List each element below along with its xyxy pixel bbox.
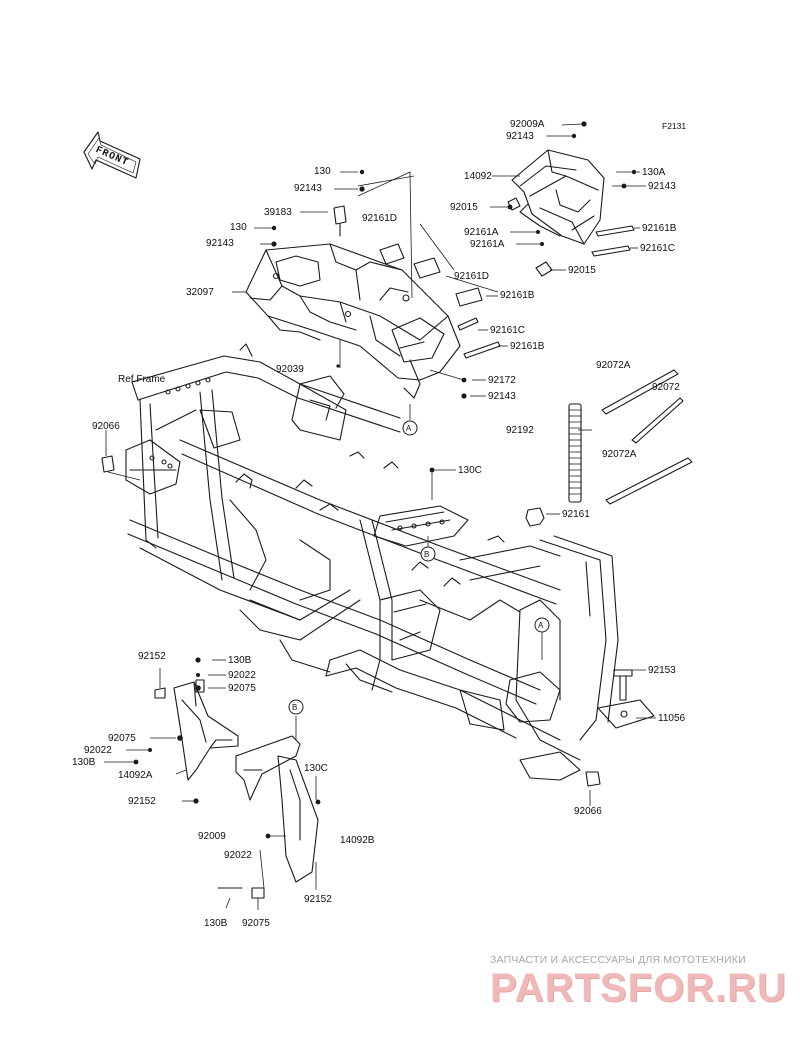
label-130a: 130A (642, 167, 666, 178)
label-92143: 92143 (648, 181, 676, 192)
main-frame (101, 343, 655, 787)
label-14092: 14092 (464, 171, 492, 182)
label-92143: 92143 (506, 131, 534, 142)
label-92143: 92143 (488, 391, 516, 402)
label-92072a: 92072A (596, 360, 631, 371)
label-92152: 92152 (304, 894, 332, 905)
label-130b: 130B (204, 918, 228, 929)
callout-circles (288, 420, 550, 715)
label-92072a: 92072A (602, 449, 637, 460)
sticker-92161b-a (455, 287, 483, 307)
label-92015: 92015 (568, 265, 596, 276)
callout-b-2: B (292, 703, 298, 712)
label-32097: 32097 (186, 287, 214, 298)
strip-92161b-mid (463, 341, 501, 359)
label-92009a: 92009A (510, 119, 545, 130)
hardware-dots (133, 121, 637, 839)
label-92161b: 92161B (642, 223, 677, 234)
label-11056: 11056 (658, 713, 686, 724)
rear-cover-14092 (511, 149, 605, 245)
sticker-92161d-b (413, 257, 441, 279)
label-92066: 92066 (92, 421, 120, 432)
label-92039: 92039 (276, 364, 304, 375)
bracket-39183 (333, 205, 347, 225)
figure-code: F2131 (662, 121, 687, 131)
grommet-92161 (525, 507, 545, 527)
label-130c: 130C (458, 465, 482, 476)
ref-frame-label: Ref.Frame (118, 374, 166, 385)
label-130b: 130B (72, 757, 96, 768)
label-92143: 92143 (294, 183, 322, 194)
strip-92161c-top (591, 245, 631, 257)
label-92161b: 92161B (510, 341, 545, 352)
label-130c: 130C (304, 763, 328, 774)
label-92015: 92015 (450, 202, 478, 213)
rod-92072 (631, 397, 684, 444)
label-92161d: 92161D (362, 213, 398, 224)
long-bolt-92192 (568, 403, 582, 503)
watermark-brand: PARTSFOR.RU (490, 966, 787, 1010)
bracket-14092b (235, 735, 319, 883)
pad-92015-bottom (535, 261, 553, 277)
label-39183: 39183 (264, 207, 292, 218)
sticker-92161d-a (379, 243, 405, 265)
label-92075: 92075 (228, 683, 256, 694)
label-92161: 92161 (562, 509, 590, 520)
nut-92152-a (154, 687, 166, 699)
label-130b: 130B (228, 655, 252, 666)
label-92075: 92075 (242, 918, 270, 929)
rear-fender-32097 (245, 243, 461, 399)
label-92143: 92143 (206, 238, 234, 249)
label-14092a: 14092A (118, 770, 153, 781)
label-92066: 92066 (574, 806, 602, 817)
strip-92161b-top (595, 225, 635, 237)
label-92161a: 92161A (470, 239, 505, 250)
bracket-14092a (173, 681, 239, 781)
label-130: 130 (230, 222, 247, 233)
label-92161b: 92161B (500, 290, 535, 301)
rod-92072a-top (601, 369, 679, 415)
label-92022: 92022 (84, 745, 112, 756)
bushing-92075-c (251, 887, 265, 899)
label-92009: 92009 (198, 831, 226, 842)
front-arrow-icon (83, 131, 141, 179)
label-92192: 92192 (506, 425, 534, 436)
label-14092b: 14092B (340, 835, 375, 846)
label-92153: 92153 (648, 665, 676, 676)
watermark-caption: ЗАПЧАСТИ И АКСЕССУАРЫ ДЛЯ МОТОТЕХНИКИ (490, 954, 746, 966)
label-92022: 92022 (224, 850, 252, 861)
callout-b-1: B (424, 550, 430, 559)
label-92152: 92152 (138, 651, 166, 662)
leader-lines (104, 123, 656, 910)
callout-a-1: A (406, 424, 412, 433)
strip-92161c-mid (457, 317, 479, 331)
label-92172: 92172 (488, 375, 516, 386)
callout-a-2: A (538, 621, 544, 630)
label-92152: 92152 (128, 796, 156, 807)
rod-92072a-bottom (605, 457, 693, 505)
label-92075: 92075 (108, 733, 136, 744)
label-92161c: 92161C (490, 325, 526, 336)
label-92161c: 92161C (640, 243, 676, 254)
label-92161a: 92161A (464, 227, 499, 238)
label-92072: 92072 (652, 382, 680, 393)
label-92022: 92022 (228, 670, 256, 681)
label-130: 130 (314, 166, 331, 177)
label-92161d: 92161D (454, 271, 490, 282)
